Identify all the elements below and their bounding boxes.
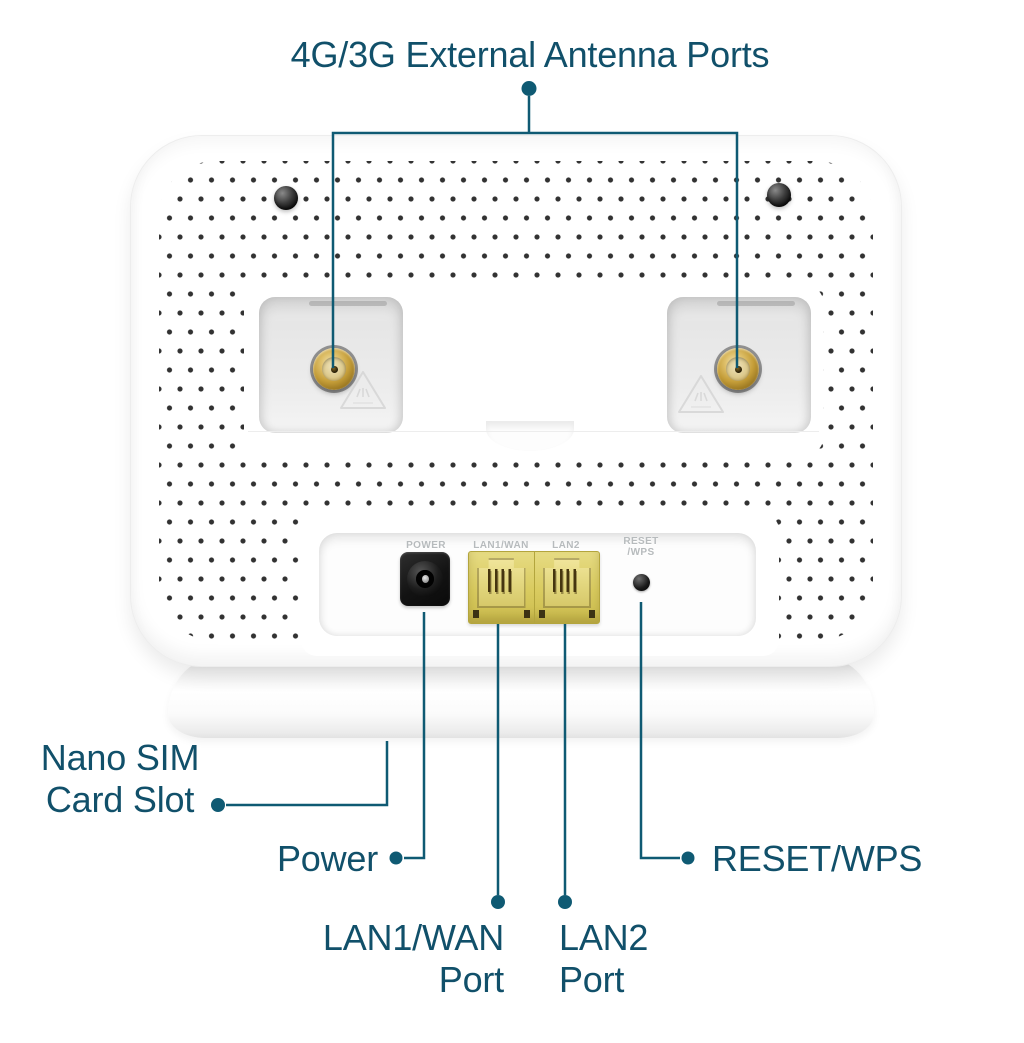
rj45-opening: [477, 558, 526, 608]
lan1-callout-dot: [491, 895, 505, 909]
label-lan2-port: LAN2 Port: [559, 917, 648, 1001]
label-lan1-wan-port: LAN1/WAN Port: [296, 917, 504, 1001]
screw-icon-left: [274, 186, 298, 210]
warning-triangle-icon: [678, 375, 724, 413]
panel-label-lan2: LAN2: [552, 540, 580, 551]
antenna-band: [244, 287, 823, 453]
router-stand-base: [168, 658, 874, 738]
label-nano-sim-line2: Card Slot: [45, 779, 195, 820]
router-body: POWER LAN1/WAN LAN2 RESET /WPS: [130, 135, 902, 667]
power-jack-ring: [407, 561, 443, 597]
label-nano-sim: Nano SIM Card Slot: [28, 737, 212, 821]
ports-area: POWER LAN1/WAN LAN2 RESET /WPS: [301, 514, 779, 656]
ports-panel: POWER LAN1/WAN LAN2 RESET /WPS: [319, 533, 756, 636]
antenna-callout-dot: [521, 81, 537, 96]
sim-callout-dot: [211, 798, 225, 812]
label-power: Power: [276, 838, 378, 879]
port-nub: [523, 610, 530, 618]
label-nano-sim-line1: Nano SIM: [40, 737, 200, 778]
lan2-port: [533, 552, 600, 623]
label-lan1-line2: Port: [438, 959, 504, 1000]
port-nub: [538, 610, 545, 618]
panel-label-reset: RESET /WPS: [581, 536, 701, 558]
power-jack-pin: [422, 575, 429, 583]
recess-slot: [717, 301, 795, 306]
recess-slot: [309, 301, 387, 306]
lan1-wan-port: [469, 552, 534, 623]
power-jack-hole: [416, 570, 434, 588]
rj45-opening: [542, 558, 591, 608]
screw-icon-right: [767, 183, 791, 207]
reset-wps-button: [633, 574, 650, 591]
power-callout-dot: [389, 851, 403, 865]
ethernet-ports: [468, 551, 600, 624]
label-reset-wps: RESET/WPS: [712, 838, 923, 879]
label-lan1-line1: LAN1/WAN: [322, 917, 504, 958]
panel-label-reset-line1: RESET: [623, 536, 659, 547]
lan2-callout-dot: [558, 895, 572, 909]
rj45-pins: [487, 569, 515, 592]
sim-callout-line: [226, 741, 389, 807]
panel-label-lan1: LAN1/WAN: [473, 540, 529, 551]
finger-notch: [486, 421, 574, 451]
port-nub: [473, 610, 479, 618]
rj45-pins: [553, 569, 581, 592]
label-lan2-line2: Port: [559, 959, 625, 1000]
panel-label-power: POWER: [406, 540, 446, 551]
reset-callout-dot: [681, 851, 695, 865]
warning-triangle-icon: [340, 371, 386, 409]
panel-label-reset-line2: /WPS: [627, 547, 655, 558]
power-jack: [400, 552, 450, 606]
antenna-recess-right: [667, 297, 811, 433]
label-antenna-ports: 4G/3G External Antenna Ports: [290, 34, 770, 75]
label-lan2-line1: LAN2: [559, 917, 649, 958]
antenna-recess-left: [259, 297, 403, 433]
port-nub: [589, 610, 595, 618]
